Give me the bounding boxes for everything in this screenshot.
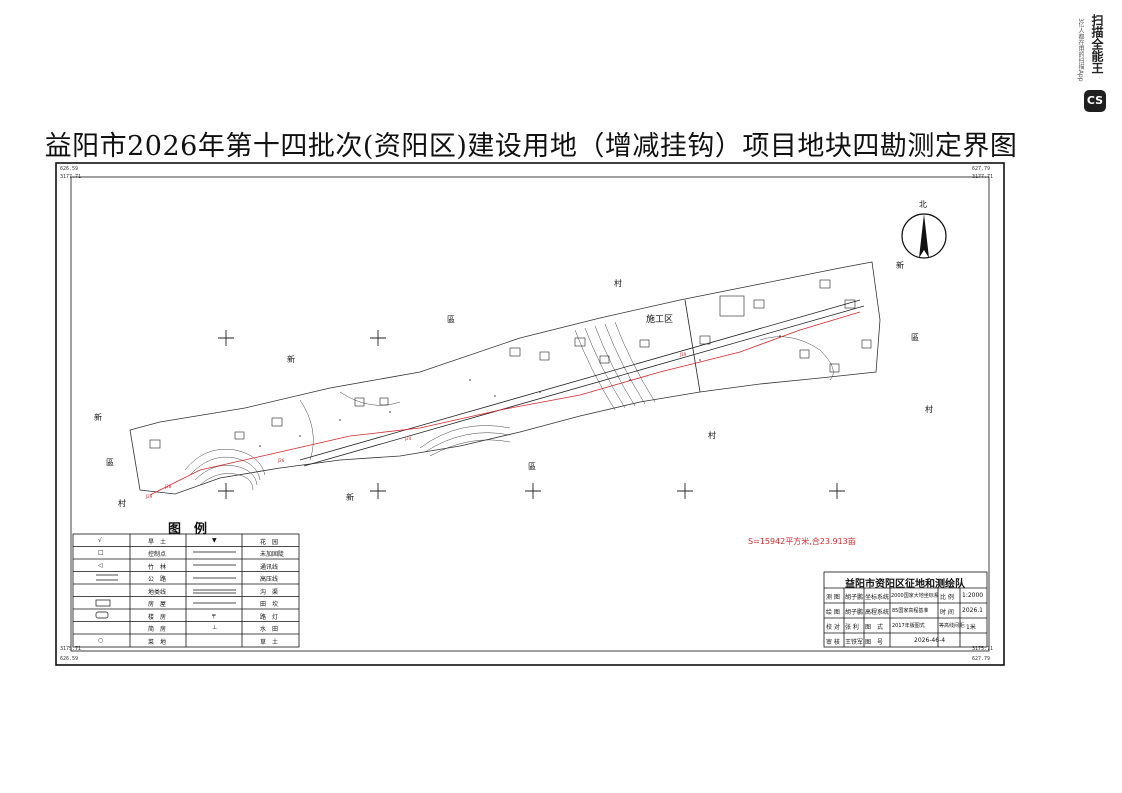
place-label: 區 — [447, 315, 455, 324]
north-label: 北 — [919, 200, 927, 209]
corner-coord-tr-a: 627.79 — [972, 166, 991, 172]
place-label: 新 — [346, 493, 354, 502]
worksite-label: 施工区 — [646, 315, 674, 325]
place-label: 村 — [118, 499, 126, 508]
legend-table — [72, 533, 300, 648]
tb-cell: 等高线间距: — [939, 623, 966, 629]
legend-symbol-right: ⊥ — [212, 624, 218, 631]
scanner-watermark: 扫描全能王 3亿人都在用的扫描App CS — [1077, 14, 1112, 114]
legend-text-right: 沟 渠 — [260, 589, 279, 596]
legend-text-left: 菜 地 — [148, 639, 167, 646]
place-label: 新 — [896, 261, 904, 270]
legend-text-right: 水 田 — [260, 626, 279, 633]
legend-symbol-left: ○ — [98, 637, 104, 644]
tb-cell: 图 号 — [865, 639, 884, 646]
place-label: 新 — [94, 413, 102, 422]
legend-text-left: 公 路 — [148, 576, 167, 583]
tb-cell: 1:2000 — [962, 592, 984, 599]
tb-cell: 坐标系统 — [865, 594, 890, 601]
legend-symbols — [95, 551, 236, 619]
place-label: 新 — [287, 355, 295, 364]
tb-cell: 1米 — [966, 624, 976, 631]
corner-coord-bl-a: 3175.71 — [60, 646, 82, 652]
legend-text-left: 楼 房 — [148, 614, 167, 621]
inner-frame — [70, 176, 990, 652]
tb-cell: 校 对 — [826, 624, 840, 631]
legend-text-left: 竹 林 — [148, 564, 167, 571]
title-block-org: 益阳市资阳区征地和测绘队 — [845, 579, 965, 590]
corner-coord-br-b: 627.79 — [972, 656, 991, 662]
legend-text-right: 通讯线 — [260, 564, 279, 571]
legend-text-right: 花 园 — [260, 539, 279, 546]
legend-symbol-left: □ — [98, 549, 104, 556]
grid-crosses — [218, 330, 845, 499]
tb-cell: 2000国家大地坐标系 — [891, 593, 939, 599]
corner-coord-tl-a: 626.59 — [60, 166, 79, 172]
legend-text-left: 控制点 — [148, 551, 167, 558]
svg-text:J26: J26 — [277, 458, 285, 463]
legend-text-right: 未加固陡 — [260, 551, 285, 558]
tb-cell: 胡子鹏 — [845, 594, 864, 601]
page-title: 益阳市2026年第十四批次(资阳区)建设用地（增减挂钩）项目地块四勘测定界图 — [44, 131, 1018, 162]
tb-cell: 张 利 — [845, 624, 859, 631]
tb-cell: 胡子鹏 — [845, 609, 864, 616]
place-label: 村 — [925, 405, 933, 414]
tb-cell: 审 核 — [826, 639, 840, 646]
cs-logo-icon: CS — [1084, 90, 1106, 112]
outer-frame — [55, 162, 1005, 666]
place-label: 區 — [106, 458, 114, 467]
tb-cell: 比 例 — [940, 594, 954, 601]
legend-symbol-left: √ — [98, 537, 102, 544]
tb-cell: 2026.1 — [962, 607, 983, 614]
place-label: 區 — [911, 333, 919, 342]
corner-coord-bl-b: 626.59 — [60, 656, 79, 662]
corner-coord-tr-b: 3177.71 — [972, 174, 994, 180]
tb-cell: 85国家高程基准 — [892, 608, 929, 614]
legend-text-right: 田 坎 — [260, 601, 279, 608]
north-arrow-icon — [901, 213, 947, 259]
tb-cell: 2026-46-4 — [914, 637, 946, 644]
corner-coord-tl-b: 3177.71 — [60, 174, 82, 180]
legend-text-right: 草 土 — [260, 639, 279, 646]
parcel-strip: J29 J28 J26 J24 J19 — [129, 261, 881, 499]
tb-cell: 图 式 — [865, 624, 884, 631]
watermark-name: 扫描全能王 — [1090, 14, 1104, 74]
corner-coord-br-a: 3175.71 — [972, 646, 994, 652]
svg-text:J19: J19 — [679, 352, 687, 357]
legend-symbol-right: ▼ — [212, 537, 217, 544]
legend-text-right: 高压线 — [260, 576, 279, 583]
tb-cell: 绘 图 — [826, 609, 840, 616]
place-label: 村 — [708, 431, 716, 440]
area-note: S=15942平方米,合23.913亩 — [748, 537, 856, 546]
tb-cell: 时 间 — [940, 609, 954, 616]
legend-text-left: 旱 土 — [148, 539, 167, 546]
legend-text-left: 简 房 — [148, 626, 167, 633]
svg-text:J24: J24 — [404, 436, 412, 441]
watermark-subtitle: 3亿人都在用的扫描App — [1077, 18, 1084, 82]
legend-text-left: 地类线 — [148, 589, 167, 596]
tb-cell: 王铁军 — [845, 639, 864, 646]
legend-text-left: 房 屋 — [148, 601, 167, 608]
legend-title: 图 例 — [168, 522, 208, 537]
tb-cell: 高程系统 — [865, 609, 890, 616]
svg-text:J28: J28 — [164, 484, 172, 489]
legend-symbol-left: ◁ — [98, 562, 103, 569]
place-label: 區 — [528, 462, 536, 471]
tb-cell: 测 图 — [826, 594, 840, 601]
tb-cell: 2017年版图式 — [892, 623, 925, 629]
legend-symbol-right: ╤ — [212, 612, 216, 619]
title-block — [823, 571, 988, 648]
legend-text-right: 路 灯 — [260, 614, 279, 621]
red-boundary-line — [149, 311, 861, 496]
place-label: 村 — [614, 279, 622, 288]
svg-text:J29: J29 — [145, 494, 153, 499]
